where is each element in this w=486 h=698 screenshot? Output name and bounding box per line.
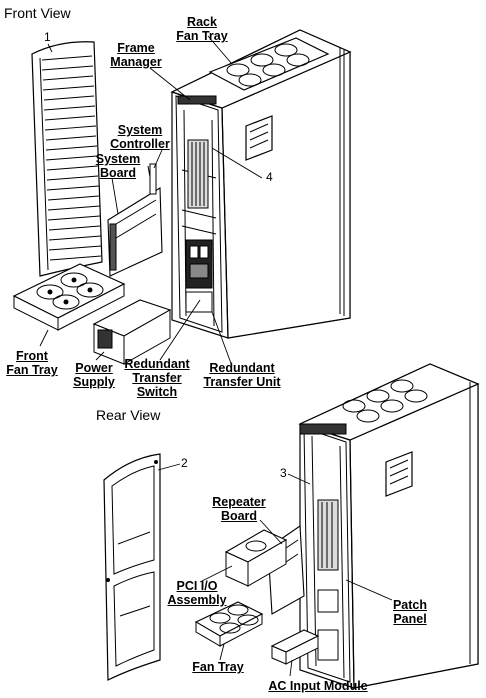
label-rack-fan-tray: Rack Fan Tray (172, 15, 232, 43)
label-redundant-transfer-unit-line1: Redundant (209, 361, 275, 375)
label-system-board: System Board (92, 152, 144, 180)
rack-fan-tray (208, 37, 330, 91)
label-patch-panel-line2: Panel (393, 612, 427, 626)
system-board-front (107, 163, 163, 277)
label-redundant-transfer-unit-line2: Transfer Unit (203, 375, 281, 389)
front-door-panel (31, 41, 103, 277)
leader-lines (39, 35, 393, 677)
pci-io-assembly (224, 529, 288, 587)
label-power-supply-line2: Supply (73, 375, 115, 389)
callout-3: 3 (280, 466, 287, 480)
label-front-fan-tray: Front Fan Tray (2, 349, 62, 377)
power-supply (92, 299, 172, 365)
label-redundant-transfer-switch: Redundant Transfer Switch (122, 357, 192, 399)
label-front-fan-tray-line1: Front (16, 349, 48, 363)
callout-4: 4 (266, 170, 273, 184)
label-frame-manager-line2: Manager (110, 55, 162, 69)
label-rear-fan-tray-line1: Fan Tray (192, 660, 244, 674)
label-system-board-line2: Board (99, 166, 137, 180)
rear-cabinet (298, 363, 480, 689)
label-redundant-transfer-unit: Redundant Transfer Unit (200, 361, 284, 389)
label-front-fan-tray-line2: Fan Tray (6, 363, 58, 377)
rear-fan-tray (194, 601, 264, 647)
front-view-title: Front View (4, 5, 71, 21)
label-patch-panel: Patch Panel (388, 598, 432, 626)
label-frame-manager-line1: Frame (117, 41, 155, 55)
label-repeater-board-line2: Board (220, 509, 258, 523)
label-system-controller: System Controller (110, 123, 170, 151)
label-system-board-line1: System (95, 152, 141, 166)
label-patch-panel-line1: Patch (392, 598, 428, 612)
callout-1: 1 (44, 30, 51, 44)
label-rear-fan-tray: Fan Tray (186, 660, 250, 674)
label-rack-fan-tray-line2: Fan Tray (176, 29, 228, 43)
label-frame-manager: Frame Manager (108, 41, 164, 69)
front-fan-tray (12, 263, 126, 331)
sun-logo-front (245, 115, 273, 161)
label-ac-input-module: AC Input Module (266, 679, 370, 693)
label-redundant-transfer-switch-line3: Switch (136, 385, 178, 399)
label-pci-io-assembly-line2: Assembly (167, 593, 227, 607)
sun-logo-rear (385, 451, 413, 497)
label-redundant-transfer-switch-line1: Redundant (124, 357, 190, 371)
label-system-controller-line2: Controller (110, 137, 170, 151)
label-repeater-board: Repeater Board (210, 495, 268, 523)
label-rack-fan-tray-line1: Rack (187, 15, 217, 29)
label-redundant-transfer-switch-line2: Transfer (132, 371, 182, 385)
label-pci-io-assembly-line1: PCI I/O (176, 579, 218, 593)
rear-door-panel (103, 453, 161, 681)
label-power-supply-line1: Power (75, 361, 113, 375)
rear-view-title: Rear View (96, 407, 161, 423)
label-pci-io-assembly: PCI I/O Assembly (166, 579, 228, 607)
callout-2: 2 (181, 456, 188, 470)
label-power-supply: Power Supply (68, 361, 120, 389)
label-system-controller-line1: System (117, 123, 163, 137)
label-repeater-board-line1: Repeater (212, 495, 266, 509)
label-ac-input-module-line1: AC Input Module (268, 679, 368, 693)
ac-input-module (270, 629, 320, 665)
